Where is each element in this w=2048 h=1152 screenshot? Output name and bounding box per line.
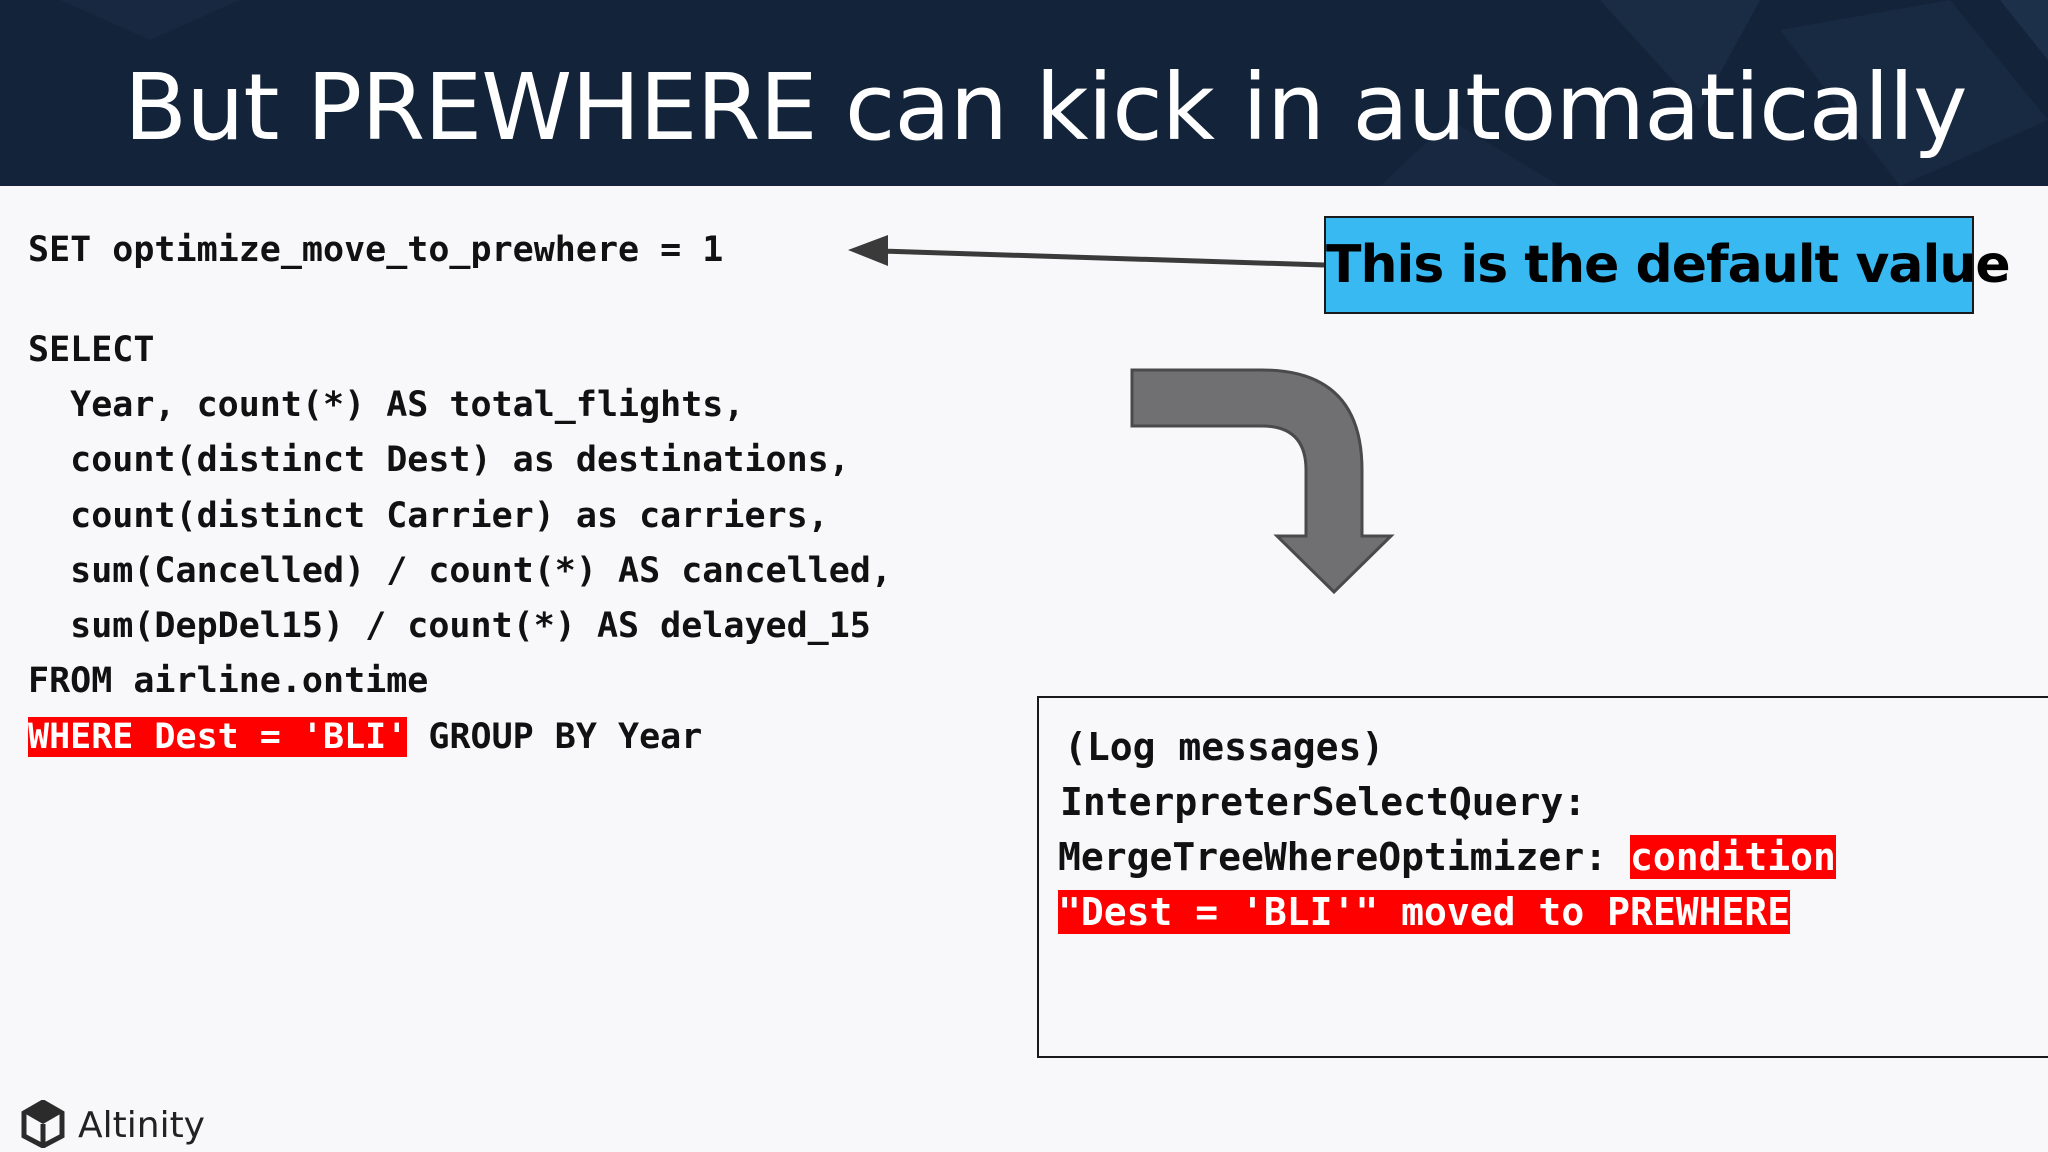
code-line-carriers: count(distinct Carrier) as carriers, — [28, 496, 829, 536]
code-line-year: Year, count(*) AS total_flights, — [28, 385, 745, 425]
default-value-callout: This is the default value — [1324, 216, 2011, 314]
slide-title: But PREWHERE can kick in automatically — [124, 54, 1968, 161]
code-line-select: SELECT — [28, 330, 155, 370]
code-line-destinations: count(distinct Dest) as destinations, — [28, 440, 850, 480]
code-line-delayed: sum(DepDel15) / count(*) AS delayed_15 — [28, 606, 871, 646]
where-clause-highlight: WHERE Dest = 'BLI' — [28, 717, 408, 757]
group-by-clause: GROUP BY Year — [407, 717, 703, 757]
log-messages-box: (Log messages) InterpreterSelectQuery: M… — [1037, 696, 2048, 1058]
log-line-optimizer: MergeTreeWhereOptimizer: condition — [1058, 830, 1836, 884]
log-line-heading: (Log messages) — [1064, 725, 1385, 769]
code-line-set: SET optimize_move_to_prewhere = 1 — [28, 230, 724, 270]
pointer-arrow-icon — [848, 235, 1325, 268]
log-condition-highlight: condition — [1629, 835, 1836, 879]
log-optimizer-label: MergeTreeWhereOptimizer: — [1058, 835, 1630, 879]
log-moved-highlight: "Dest = 'BLI'" moved to PREWHERE — [1058, 890, 1791, 934]
code-line-cancelled: sum(Cancelled) / count(*) AS cancelled, — [28, 551, 892, 591]
log-line-moved: "Dest = 'BLI'" moved to PREWHERE — [1058, 885, 1791, 939]
code-line-from: FROM airline.ontime — [28, 661, 429, 701]
curved-down-arrow-icon — [1130, 368, 1395, 595]
brand-name: Altinity — [78, 1105, 205, 1146]
code-line-where: WHERE Dest = 'BLI' GROUP BY Year — [28, 713, 702, 761]
log-line-interpreter: InterpreterSelectQuery: — [1060, 780, 1587, 824]
header-background-pattern — [60, 0, 2048, 186]
slide-header: But PREWHERE can kick in automatically — [0, 0, 2048, 186]
altinity-logo-icon — [21, 1100, 65, 1148]
